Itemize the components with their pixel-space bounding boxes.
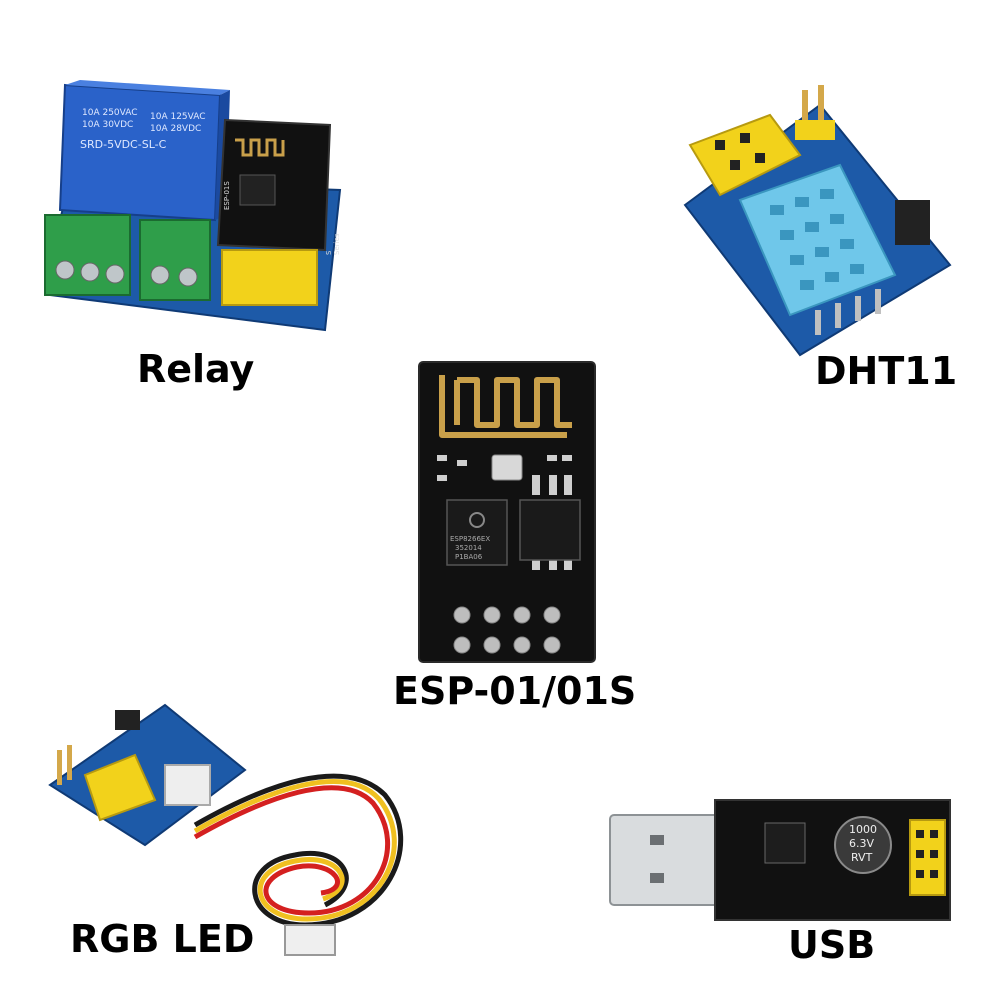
dht11-label: DHT11 [815,349,958,393]
relay-board-series-text: S Series [325,233,341,255]
relay-model-text: SRD-5VDC-SL-C [80,138,167,151]
esp-chip-text-3: P1BA06 [455,553,483,561]
esp01-label: ESP-01/01S [393,669,637,713]
relay-rating-text-3: 10A 125VAC [150,112,206,122]
esp01-module-photo: ESP8266EX 352014 P1BA06 [417,360,597,665]
relay-module-photo: 10A 250VAC 10A 30VDC 10A 125VAC 10A 28VD… [40,80,342,332]
rgb-led-label: RGB LED [70,917,255,961]
rgb-led-module-photo [45,695,415,970]
relay-rating-text-4: 10A 28VDC [150,124,202,134]
relay-rating-text-1: 10A 250VAC [82,108,138,118]
dht11-module-photo [680,85,970,360]
usb-adapter-photo: 1000 6.3V RVT [605,795,951,925]
usb-cap-text-2: 6.3V [849,837,875,850]
usb-cap-text-1: 1000 [849,823,877,836]
usb-label: USB [788,923,876,967]
usb-cap-text-3: RVT [851,851,873,864]
relay-board-esp-text: ESP-01S [223,181,231,210]
relay-label: Relay [137,347,255,391]
relay-rating-text-2: 10A 30VDC [82,120,134,130]
esp-chip-text-2: 352014 [455,544,482,552]
esp-chip-text-1: ESP8266EX [450,535,491,543]
